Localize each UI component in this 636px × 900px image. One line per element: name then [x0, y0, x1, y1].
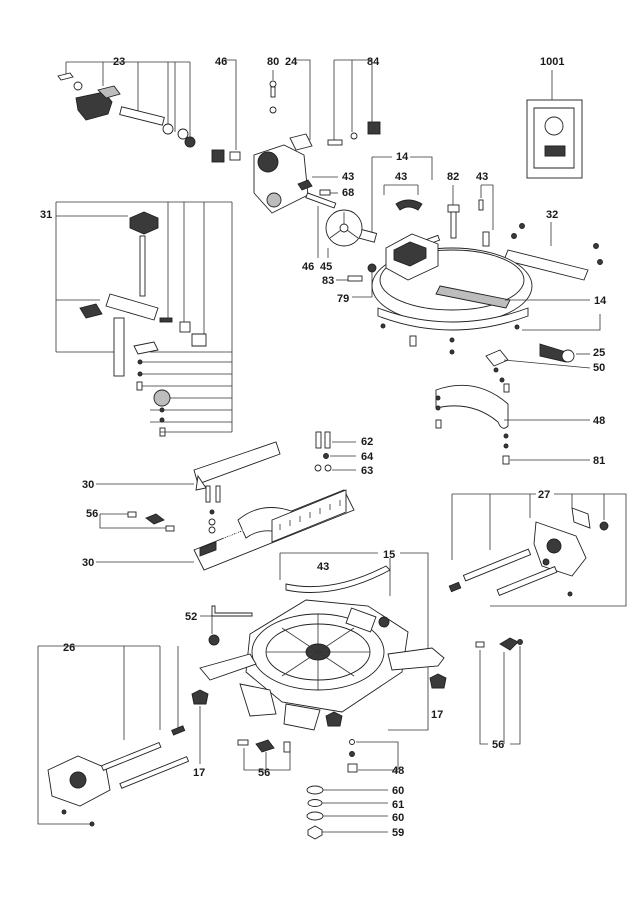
label-80: 80	[267, 56, 279, 68]
part-46-80-24-84-group: 46 80 24 84	[211, 56, 381, 214]
label-81: 81	[593, 455, 605, 467]
label-43-c: 43	[476, 171, 488, 183]
label-14-arm: 14	[594, 295, 607, 307]
part-30-upper-fence: 30	[82, 441, 281, 534]
label-64: 64	[361, 451, 374, 463]
label-68: 68	[342, 187, 354, 199]
part-26-group: 26	[37, 642, 190, 827]
label-27: 27	[538, 489, 550, 501]
part-48-59-stack: 48 60 61 60 59	[306, 739, 404, 840]
label-83: 83	[322, 275, 334, 287]
label-61: 61	[392, 799, 404, 811]
part-32-group: 32	[503, 209, 603, 281]
part-30-lower-fence: metabo 30	[82, 489, 355, 571]
part-62-64-63-group: 62 64 63	[314, 431, 374, 477]
part-27-group: 27	[448, 489, 627, 607]
part-52-group: 52	[185, 605, 253, 646]
part-25-50-48-81-group: 25 50 48 81	[435, 343, 605, 467]
label-48-right: 48	[593, 415, 605, 427]
part-56-bottom-group: 56	[237, 739, 291, 779]
part-43-68-group: 43 68	[297, 171, 354, 199]
label-30-upper: 30	[82, 479, 94, 491]
label-60-b: 60	[392, 812, 404, 824]
label-50: 50	[593, 362, 605, 374]
label-43-b: 43	[395, 171, 407, 183]
label-82: 82	[447, 171, 459, 183]
part-23-group: 23	[57, 56, 196, 148]
label-60-a: 60	[392, 785, 404, 797]
label-56-bottom: 56	[258, 767, 270, 779]
label-59: 59	[392, 827, 404, 839]
part-1001-inset: 1001	[526, 56, 583, 179]
label-79: 79	[337, 293, 349, 305]
label-30-lower: 30	[82, 557, 94, 569]
part-56-right-group: 56	[475, 637, 523, 751]
label-56-left: 56	[86, 508, 98, 520]
label-48-bottom: 48	[392, 765, 404, 777]
label-17-right: 17	[431, 709, 443, 721]
part-31-group: 31	[40, 201, 233, 437]
part-15-base: 15 43	[199, 549, 445, 731]
label-1001: 1001	[540, 56, 564, 68]
label-26: 26	[63, 642, 75, 654]
part-46-45-83-79-group: 46 45 83 79	[302, 192, 377, 305]
label-52: 52	[185, 611, 197, 623]
label-62: 62	[361, 436, 373, 448]
label-46-top: 46	[215, 56, 227, 68]
label-63: 63	[361, 465, 373, 477]
label-31: 31	[40, 209, 52, 221]
part-17-feet: 17 17	[191, 673, 447, 779]
label-24: 24	[285, 56, 298, 68]
label-32: 32	[546, 209, 558, 221]
label-15: 15	[383, 549, 395, 561]
label-45: 45	[320, 261, 332, 273]
label-56-right: 56	[492, 739, 504, 751]
label-17-left: 17	[193, 767, 205, 779]
part-14-arm: 14	[371, 233, 607, 355]
label-14-top: 14	[396, 151, 409, 163]
label-43-arc: 43	[317, 561, 329, 573]
label-46-mid: 46	[302, 261, 314, 273]
label-25: 25	[593, 347, 605, 359]
label-43-a: 43	[342, 171, 354, 183]
part-56-left-group: 56	[86, 508, 175, 532]
label-84: 84	[367, 56, 380, 68]
part-14-top-group: 14 43 82 43	[348, 151, 494, 248]
